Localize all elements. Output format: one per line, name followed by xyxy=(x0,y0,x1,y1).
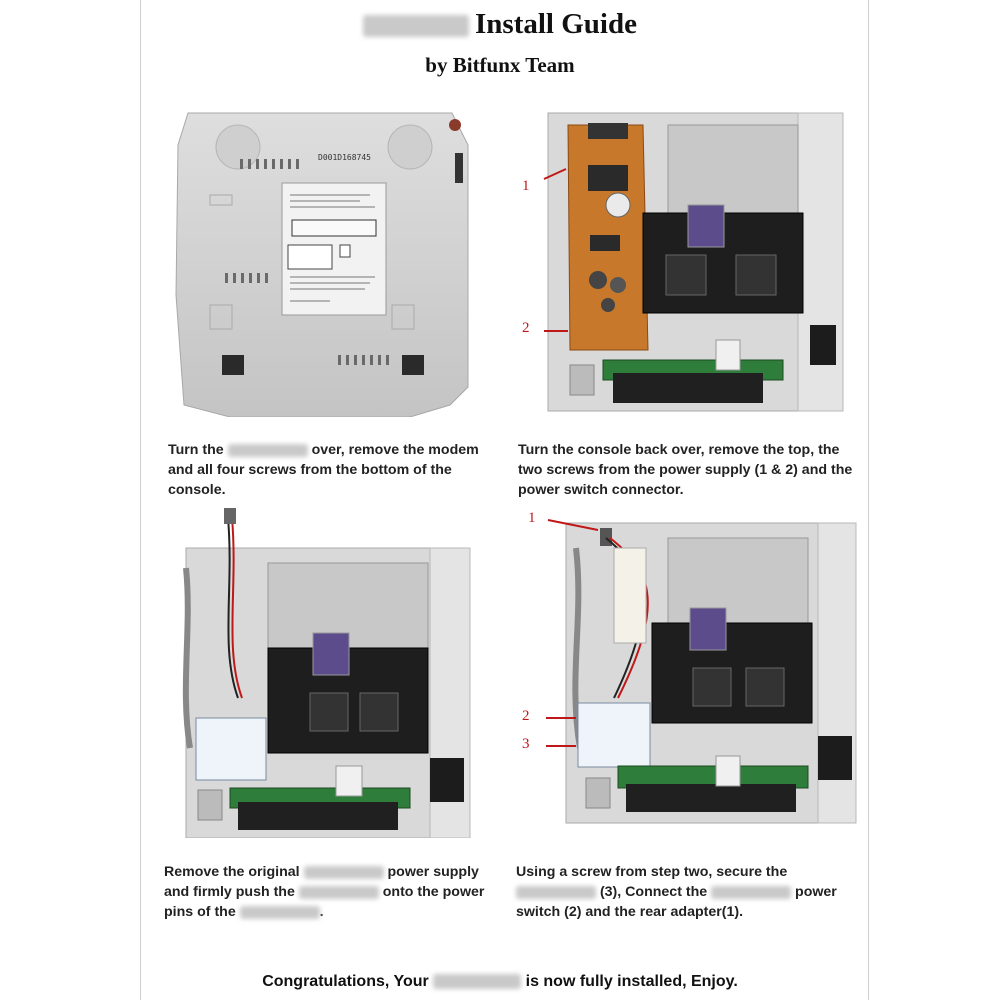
step2-callout-2: 2 xyxy=(522,320,530,336)
dreampsu-board xyxy=(195,717,267,781)
step2-photo xyxy=(518,105,848,417)
step2-caption: Turn the console back over, remove the t… xyxy=(518,442,853,498)
blurred-console-name xyxy=(711,885,792,899)
footer-message: Congratulations, Your is now fully insta… xyxy=(262,973,738,990)
step4-caption: Using a screw from step two, secure the … xyxy=(516,864,837,920)
page-title: Install Guide xyxy=(0,4,1000,44)
step4-callout-1: 1 xyxy=(528,510,536,526)
open-console-psu-image xyxy=(543,112,844,412)
blurred-product-name xyxy=(363,15,470,38)
step4-photo xyxy=(518,508,858,838)
step1-caption: Turn the over, remove the modem and all … xyxy=(168,442,479,498)
step3-photo xyxy=(168,508,474,838)
blurred-product-name xyxy=(516,885,596,899)
page-left-edge xyxy=(140,0,141,1000)
dreampsu-installed-image xyxy=(546,519,857,824)
blurred-console-name xyxy=(239,905,320,919)
step2-callout-1: 1 xyxy=(522,178,530,194)
title-text: Install Guide xyxy=(475,8,637,40)
psu-removed-image xyxy=(182,508,471,838)
blurred-product-name xyxy=(298,885,379,899)
step1-photo: D001D168745 xyxy=(170,105,472,417)
page-right-edge xyxy=(868,0,869,1000)
step4-callout-2: 2 xyxy=(522,708,530,724)
step4-callout-3: 3 xyxy=(522,736,530,752)
serial-label: D001D168745 xyxy=(318,153,371,162)
blurred-console-name xyxy=(227,443,308,457)
blurred-product-name xyxy=(433,974,522,990)
dreampsu-board xyxy=(577,702,651,768)
console-bottom-image: D001D168745 xyxy=(175,112,469,417)
step3-caption: Remove the original power supply and fir… xyxy=(164,864,485,920)
page-subtitle: by Bitfunx Team xyxy=(425,53,575,77)
blurred-console-name xyxy=(303,865,384,879)
